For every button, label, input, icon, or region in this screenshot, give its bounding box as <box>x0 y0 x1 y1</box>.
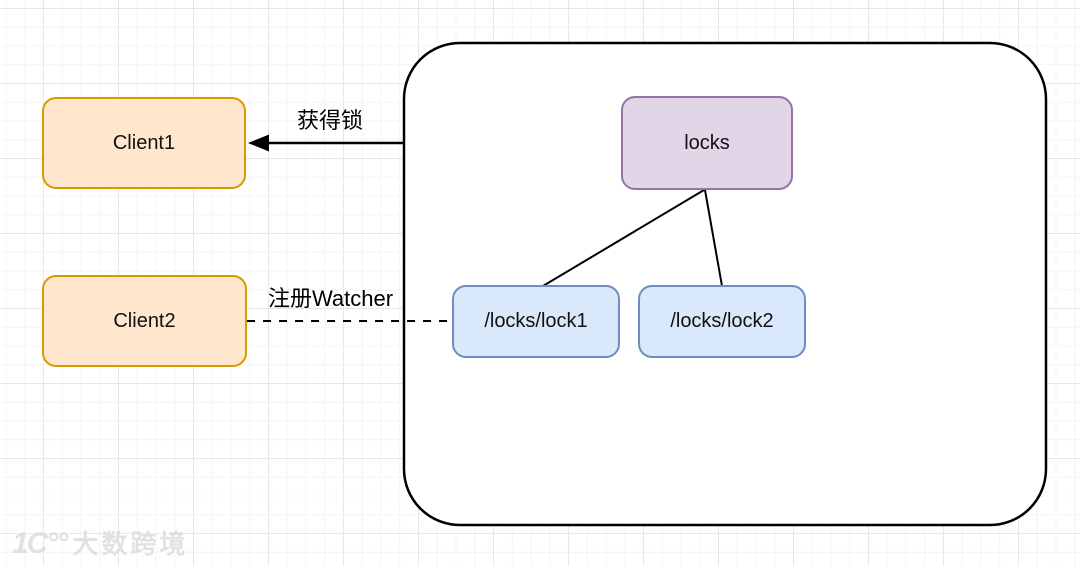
acquire-lock-arrowhead <box>248 134 269 152</box>
tree-edge-locks-to-lock1 <box>542 189 705 287</box>
node-locks-root-label: locks <box>684 131 730 154</box>
node-locks-root: locks <box>621 96 793 190</box>
node-client1: Client1 <box>42 97 246 189</box>
node-client2-label: Client2 <box>113 309 176 332</box>
node-lock1: /locks/lock1 <box>452 285 620 358</box>
node-lock1-label: /locks/lock1 <box>484 310 588 332</box>
zookeeper-container-box <box>402 41 1048 527</box>
node-client1-label: Client1 <box>112 131 176 154</box>
node-client2: Client2 <box>42 275 247 367</box>
watermark-logo-icon: 1C°° <box>12 527 68 560</box>
acquire-lock-edge-label: 获得锁 <box>296 108 363 133</box>
node-lock2-label: /locks/lock2 <box>670 310 774 332</box>
node-lock2: /locks/lock2 <box>638 285 806 358</box>
watermark-text: 大数跨境 <box>72 529 189 559</box>
register-watcher-edge-label: 注册Watcher <box>267 286 394 311</box>
tree-edge-locks-to-lock2 <box>704 189 723 287</box>
watermark: 1C°° 大数跨境 <box>12 524 188 561</box>
